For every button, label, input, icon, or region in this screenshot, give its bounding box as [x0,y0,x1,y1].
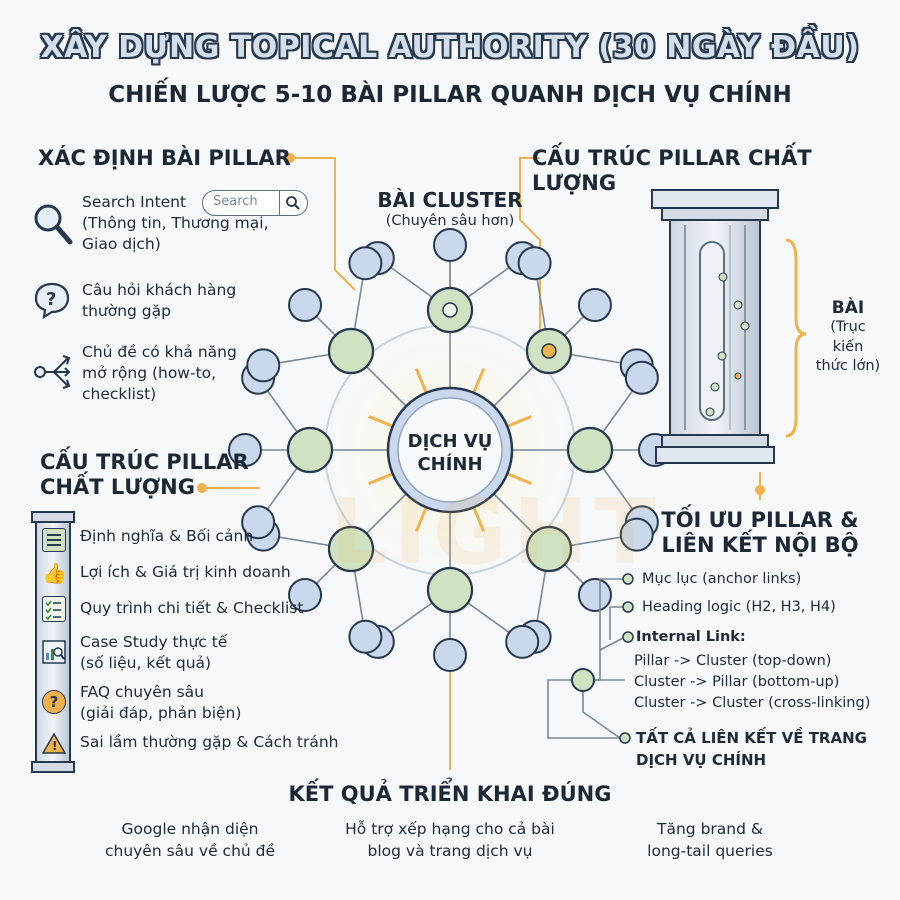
result-col-2: Hỗ trợ xếp hạng cho cả bài blog và trang… [345,820,555,861]
cluster-node [286,426,334,474]
results-heading: KẾT QUẢ TRIỂN KHAI ĐÚNG [288,782,612,806]
cluster-node-outer [577,577,612,612]
callout-dot-optimize [755,485,765,495]
optimize-link-cross: Cluster -> Cluster (cross-linking) [634,695,871,711]
cluster-node-outer [433,638,467,672]
cluster-node-outer [624,360,659,395]
pillar-illustration [651,189,807,464]
search-input[interactable]: Search [202,190,308,216]
svg-text:!: ! [52,739,57,753]
cluster-node-core [541,343,557,359]
hub-label: DỊCH VỤ CHÍNH [407,431,493,476]
link-dot-all [619,732,631,744]
cluster-node-outer [517,246,552,281]
chart-search-icon [42,640,66,668]
question-bubble-icon: ? [32,280,72,324]
search-placeholder: Search [213,194,258,209]
structure-item-faq: FAQ chuyên sâu (giải đáp, phản biện) [80,683,242,722]
optimize-heading-logic: Heading logic (H2, H3, H4) [642,599,836,615]
cluster-node-outer [348,246,383,281]
checklist-icon [42,596,66,622]
identify-item-questions: Câu hỏi khách hàng thường gặp [82,281,237,320]
cluster-node-outer [348,619,383,654]
structure-item-benefits: Lợi ích & Giá trị kinh doanh [80,563,291,581]
optimize-internal-link: Internal Link: [636,629,746,645]
cluster-node [327,525,375,573]
identify-item-expandable: Chủ đề có khả năng mở rộng (how-to, chec… [82,343,237,403]
cluster-node [525,525,573,573]
structure-item-process: Quy trình chi tiết & Checklist [80,599,304,617]
optimize-link-bottom-up: Cluster -> Pillar (bottom-up) [634,674,840,690]
result-col-3: Tăng brand & long-tail queries [647,820,773,861]
search-icon[interactable] [285,195,301,211]
page-title: XÂY DỰNG TOPICAL AUTHORITY (30 NGÀY ĐẦU) [40,30,860,65]
link-dot-heading [622,601,634,613]
cluster-node-outer [246,348,281,383]
optimize-link-top-down: Pillar -> Cluster (top-down) [634,653,832,669]
optimize-all-links: TẤT CẢ LIÊN KẾT VỀ TRANG DỊCH VỤ CHÍNH [636,729,867,769]
warning-icon: ! [41,732,67,758]
structure-item-definition: Định nghĩa & Bối cảnh [80,527,254,545]
cluster-node-core [442,302,458,318]
bai-label: BÀI [831,298,865,318]
structure-left-heading: CẤU TRÚC PILLAR CHẤT LƯỢNG [40,450,249,500]
optimize-heading: TỐI ƯU PILLAR & LIÊN KẾT NỘI BỘ [661,508,859,558]
cluster-node-outer [505,624,540,659]
structure-item-mistakes: Sai lầm thường gặp & Cách tránh [80,733,339,751]
identify-heading: XÁC ĐỊNH BÀI PILLAR [38,146,291,170]
page-subtitle: CHIẾN LƯỢC 5-10 BÀI PILLAR QUANH DỊCH VỤ… [108,82,792,108]
magnifier-icon [30,200,74,252]
document-icon [42,528,66,552]
link-dot-internal [622,631,634,643]
cluster-node-outer [288,288,323,323]
cluster-node-outer [288,577,323,612]
thumbs-up-icon: 👍 [42,561,67,585]
watermark-text: LIGHT [330,480,662,585]
hub-inner [397,397,503,503]
bai-label-block: BÀI (Trục kiến thức lớn) [808,298,888,377]
cluster-label: BÀI CLUSTER [377,188,523,212]
cluster-node-outer [433,228,467,262]
identify-item-search-intent: Search Intent (Thông tin, Thương mại, Gi… [82,193,269,253]
callout-dot-identify [285,153,295,163]
structure-right-heading: CẤU TRÚC PILLAR CHẤT LƯỢNG [532,146,812,196]
structure-item-case-study: Case Study thực tế (số liệu, kết quả) [80,633,228,672]
cluster-node-outer [241,505,276,540]
cluster-node-outer [228,433,262,467]
svg-text:?: ? [46,289,56,310]
optimize-toc: Mục lục (anchor links) [642,571,802,587]
callout-dot-structure [197,483,207,493]
result-col-1: Google nhận diện chuyên sâu về chủ đề [104,820,276,861]
cluster-node-outer [577,288,612,323]
cluster-nodes [228,228,672,672]
cluster-node [426,566,474,614]
faq-icon: ? [42,690,66,714]
cluster-label-block: BÀI CLUSTER (Chuyên sâu hơn) [370,188,530,232]
cluster-node-outer [619,517,654,552]
cluster-node [327,327,375,375]
branch-icon [32,352,74,396]
cluster-node [566,426,614,474]
link-dot-toc [622,573,634,585]
cluster-sublabel: (Chuyên sâu hơn) [385,213,515,229]
link-hub-node [571,668,595,692]
search-divider [279,191,280,215]
